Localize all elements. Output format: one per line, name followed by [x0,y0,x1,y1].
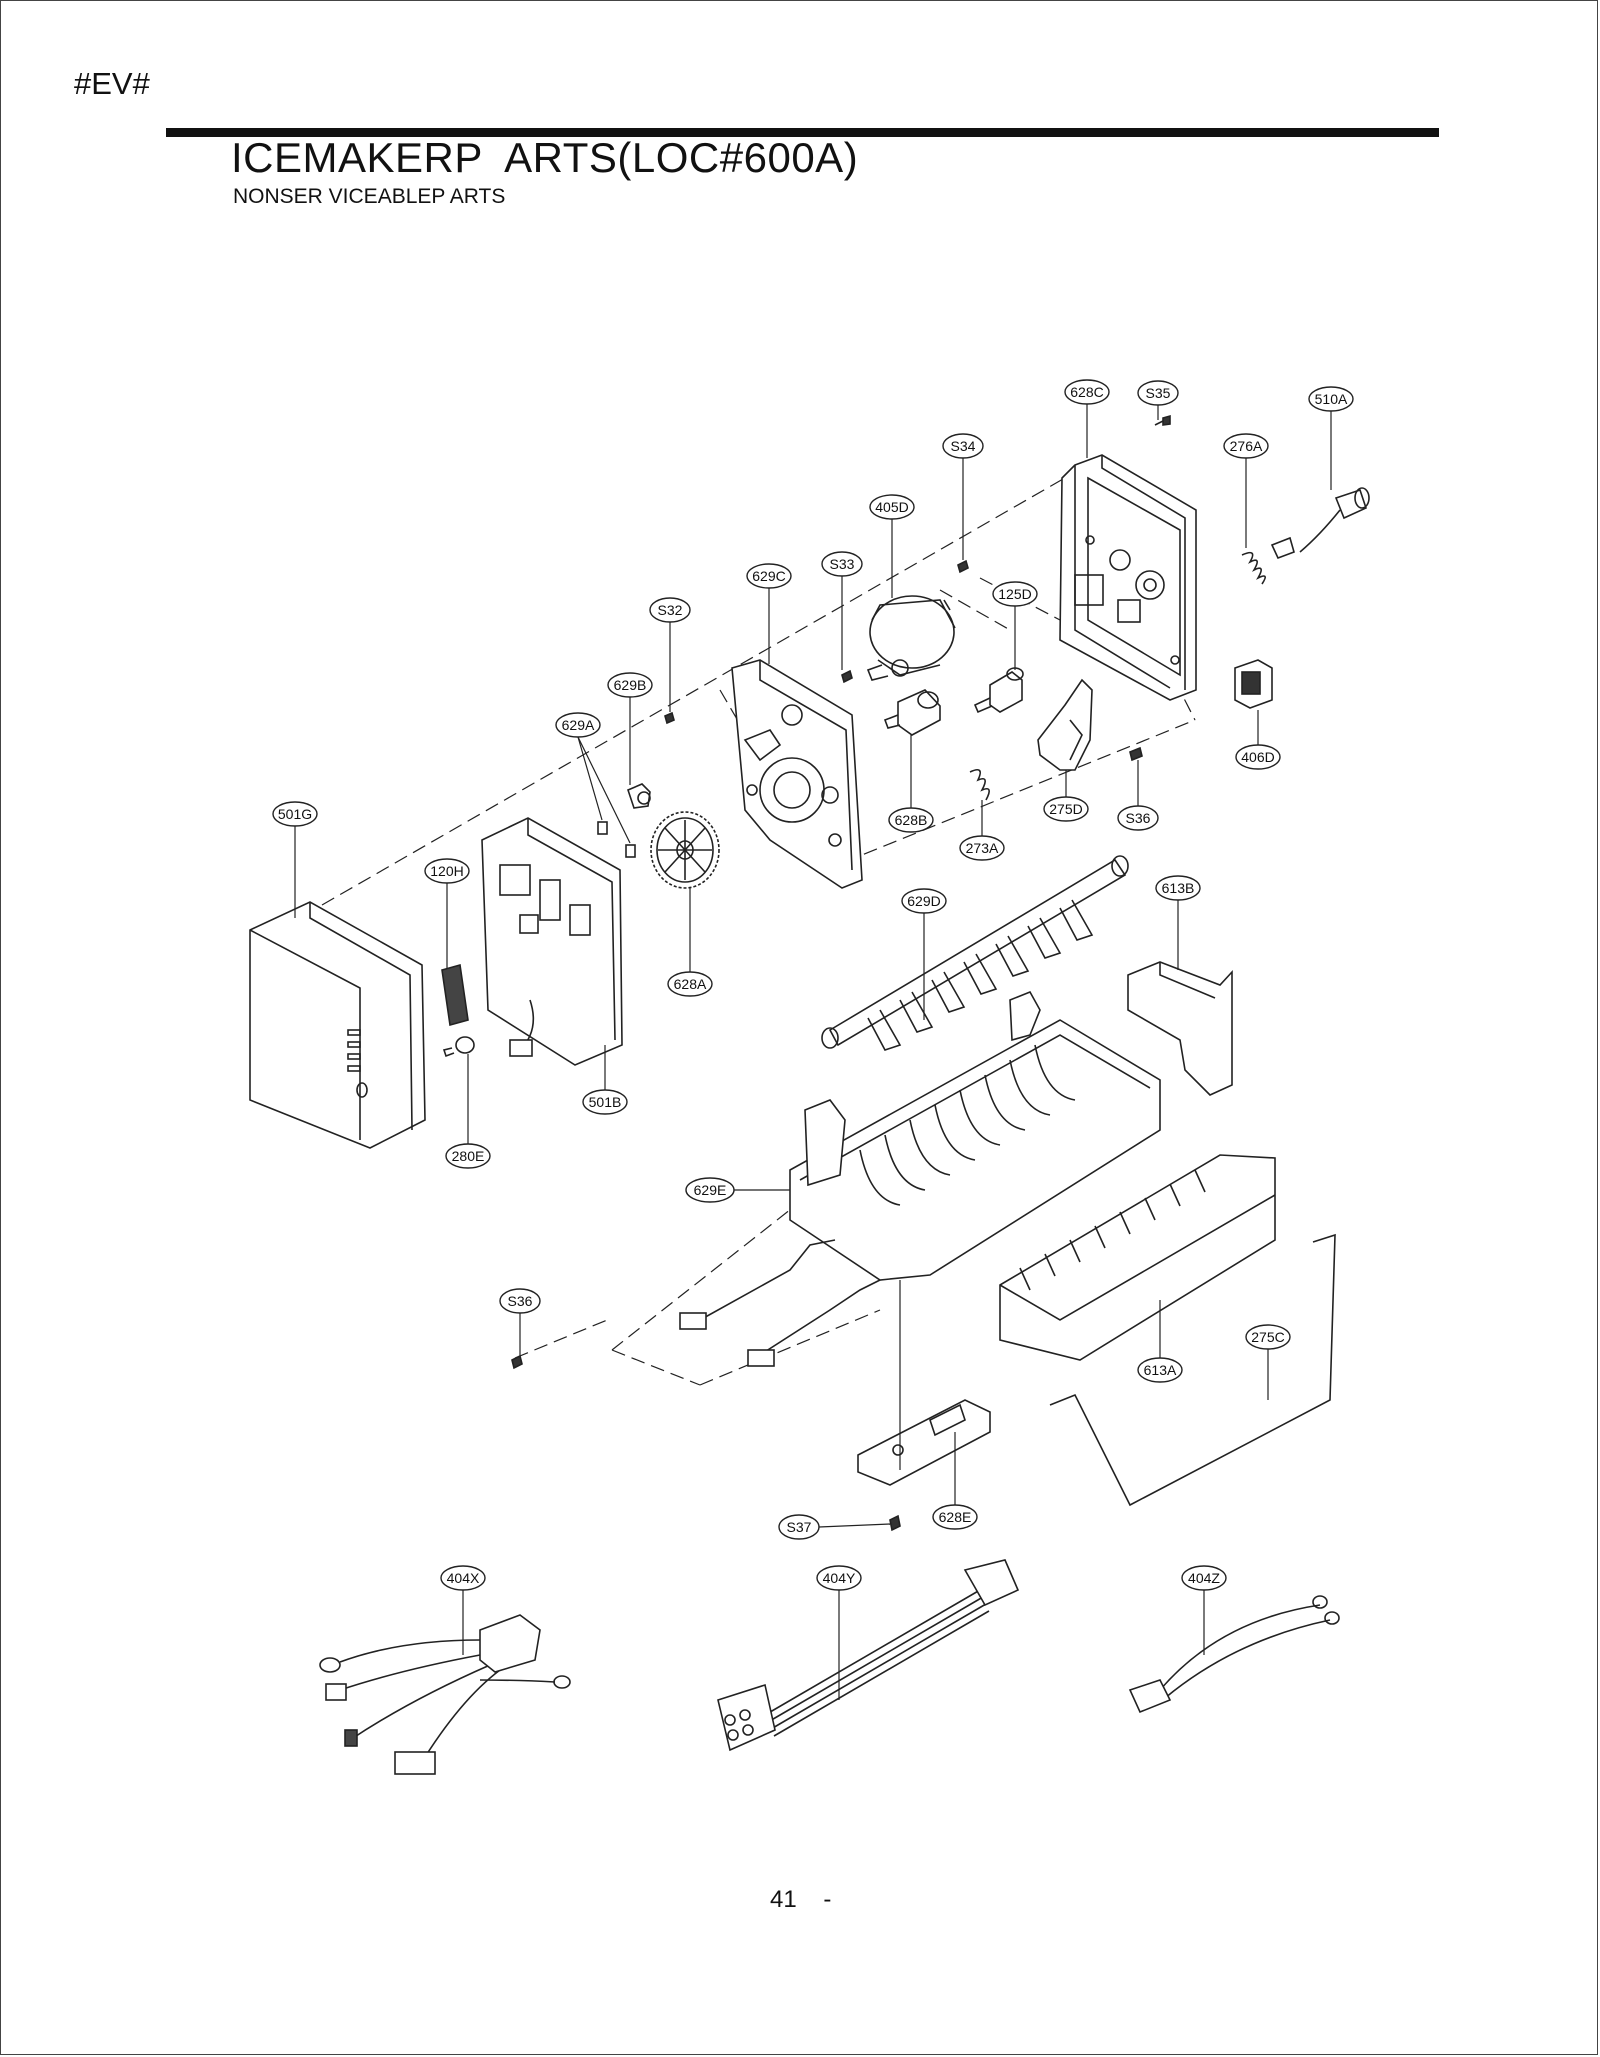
callout-125D: 125D [998,586,1031,602]
bushing-629A [597,821,636,858]
component-120H [441,963,469,1027]
wire-harness-404X [319,1614,571,1775]
callout-S37: S37 [787,1519,812,1535]
callout-628B: 628B [895,812,928,828]
callout-S33: S33 [830,556,855,572]
stripper-613B [1127,961,1233,1096]
stripper-613A [999,1154,1276,1361]
callout-275D: 275D [1049,801,1082,817]
thermistor-510A [1270,487,1370,560]
callout-501G: 501G [278,806,312,822]
screw-S37 [889,1514,901,1532]
wire-arm-275C [1049,1233,1336,1507]
icemaker-housing-628C [1059,454,1197,701]
document-code: #EV# [74,66,150,101]
callout-275C: 275C [1251,1329,1284,1345]
callout-613B: 613B [1162,880,1195,896]
screw-S34 [957,559,969,574]
callout-510A: 510A [1315,391,1348,407]
callout-404X: 404X [447,1570,480,1586]
wire-harness-404Z [1128,1595,1340,1714]
screw-S32 [664,711,675,725]
shaft-125D [973,667,1024,714]
switch-406D [1234,659,1273,709]
control-cover-501G [249,901,426,1149]
wire-harness-404Y [717,1559,1020,1752]
screw-S36-lower [511,1354,523,1370]
leader-lines [294,404,1332,1700]
ejector-shaft-629D [821,855,1129,1051]
cam-628B [883,689,941,736]
callout-280E: 280E [452,1148,485,1164]
callout-273A: 273A [966,840,999,856]
callout-S34: S34 [951,438,976,454]
screw-S33 [841,669,853,684]
callout-628A: 628A [674,976,707,992]
callout-404Y: 404Y [823,1570,856,1586]
bushing-629B [627,783,651,809]
callout-613A: 613A [1144,1362,1177,1378]
callout-S36-upper: S36 [1126,810,1151,826]
callout-629E: 629E [694,1182,727,1198]
component-280E [442,1036,475,1058]
callout-501B: 501B [589,1094,622,1110]
callout-276A: 276A [1230,438,1263,454]
callout-629A: 629A [562,717,595,733]
motor-405D [866,595,956,681]
callout-ovals [272,379,1354,1591]
callout-404Z: 404Z [1188,1570,1220,1586]
callout-629B: 629B [614,677,647,693]
callout-120H: 120H [430,863,463,879]
callout-628E: 628E [939,1509,972,1525]
callout-S36-lower: S36 [508,1293,533,1309]
gear-628A [650,811,720,889]
callout-406D: 406D [1241,749,1274,765]
callout-628C: 628C [1070,384,1103,400]
screw-S36-upper [1129,746,1143,762]
page-subtitle: NONSER VICEABLEP ARTS [233,185,506,208]
title-rule [166,128,1439,137]
spring-276A [1241,551,1266,585]
ice-mold-629E [679,990,1161,1367]
bracket-628E [857,1399,991,1486]
gear-cover-629C [731,659,863,889]
callout-S32: S32 [658,602,683,618]
callout-S35: S35 [1146,385,1171,401]
lever-275D [1037,678,1093,771]
callout-405D: 405D [875,499,908,515]
spring-273A [969,769,990,801]
callout-629D: 629D [907,893,940,909]
page-number: 41 - [770,1886,832,1913]
callout-629C: 629C [752,568,785,584]
control-board-501B [481,817,623,1066]
page-title: ICEMAKERP ARTS(LOC#600A) [231,134,859,181]
screw-S35 [1154,414,1171,426]
